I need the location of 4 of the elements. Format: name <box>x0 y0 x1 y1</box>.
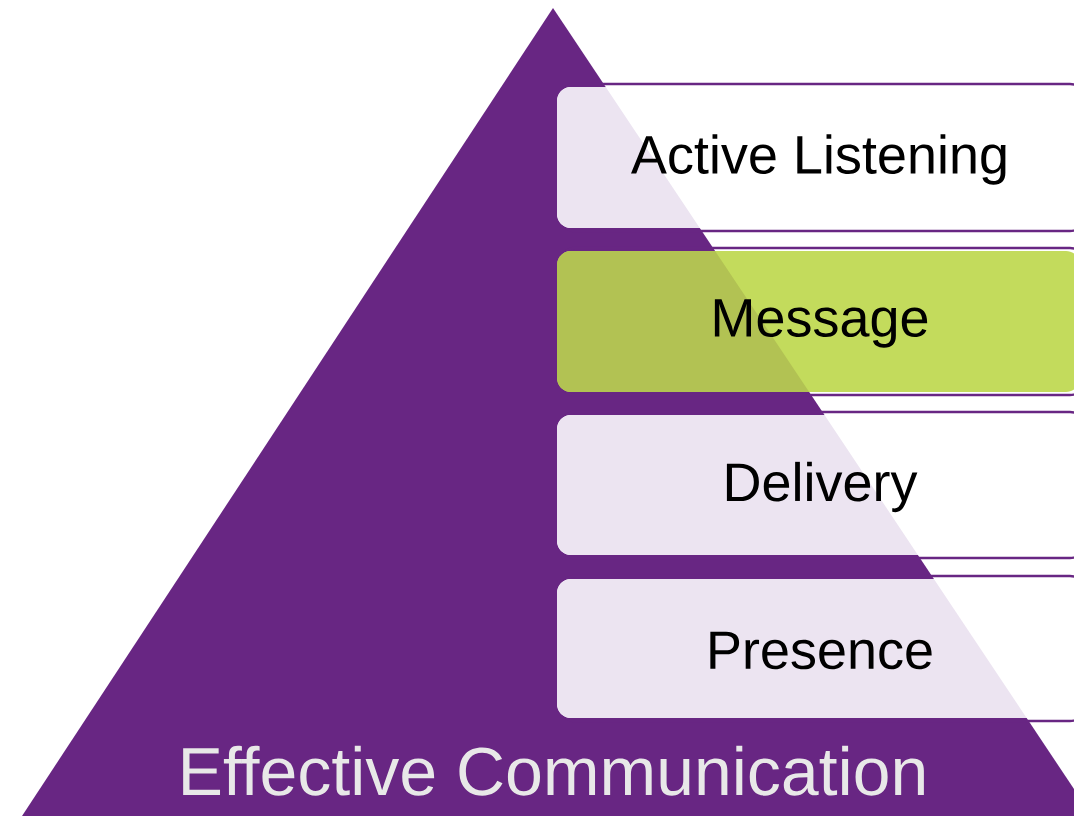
highlighted-box: Message <box>557 246 1074 397</box>
level-box: Active Listening <box>557 82 1074 233</box>
level-box: Delivery <box>557 410 1074 560</box>
level-box: Presence <box>557 574 1074 723</box>
